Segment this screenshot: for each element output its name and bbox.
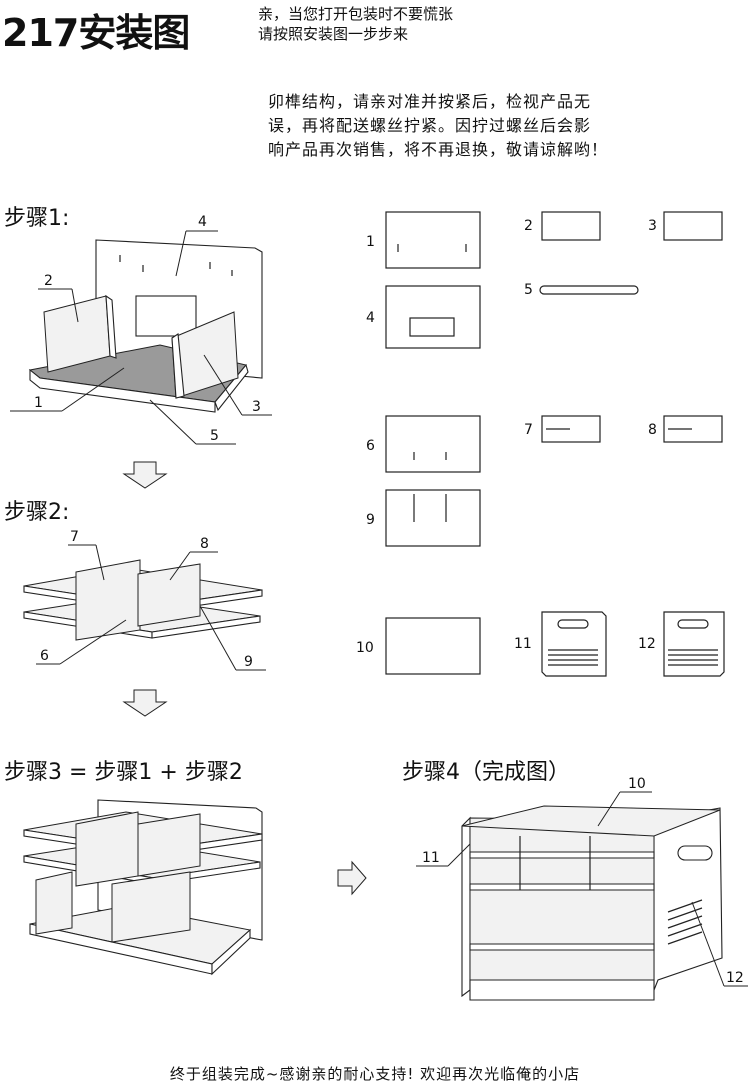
part-12-label: 12 [638, 636, 656, 652]
callout-3: 3 [252, 399, 261, 415]
part-10-label: 10 [356, 640, 374, 656]
part-6-label: 6 [366, 438, 375, 454]
part-2-label: 2 [524, 218, 533, 234]
part-3-label: 3 [648, 218, 657, 234]
step-3-illustration [23, 799, 263, 976]
warning-line-2: 误，再将配送螺丝拧紧。因拧过螺丝后会影 [268, 116, 592, 135]
footer-thanks: 终于组装完成~感谢亲的耐心支持! 欢迎再次光临俺的小店 [169, 1065, 581, 1083]
part-8-label: 8 [648, 422, 657, 438]
callout-6: 6 [40, 648, 49, 664]
callout-2: 2 [44, 273, 53, 289]
page-title: 217安装图 [2, 11, 190, 55]
part-4-label: 4 [366, 310, 375, 326]
part-5-label: 5 [524, 282, 533, 298]
step-1-label: 步骤1: [4, 206, 70, 231]
right-arrow [337, 860, 367, 896]
part-11-label: 11 [514, 636, 532, 652]
callout-8: 8 [200, 536, 209, 552]
callout-4: 4 [198, 214, 207, 230]
down-arrow-1 [122, 461, 168, 489]
warning-line-3: 响产品再次销售，将不再退换，敬请谅解哟！ [268, 140, 609, 159]
down-arrow-2 [122, 689, 168, 717]
step-1-illustration: 4 2 1 3 5 [10, 214, 272, 445]
step-4-finished-illustration: 10 11 12 [416, 776, 748, 1001]
step-4-label: 步骤4（完成图） [402, 760, 570, 785]
callout-11: 11 [422, 850, 440, 866]
step-2-illustration: 7 8 6 9 [23, 529, 266, 671]
notice-line-2: 请按照安装图一步步来 [258, 25, 409, 43]
callout-12: 12 [726, 970, 744, 986]
part-1-label: 1 [366, 234, 375, 250]
step-3-label: 步骤3 = 步骤1 + 步骤2 [4, 760, 243, 785]
warning-line-1: 卯榫结构，请亲对准并按紧后，检视产品无 [268, 92, 592, 111]
callout-10: 10 [628, 776, 646, 792]
callout-9: 9 [244, 654, 253, 670]
callout-7: 7 [70, 529, 79, 545]
step-2-label: 步骤2: [4, 500, 70, 525]
callout-5: 5 [210, 428, 219, 444]
part-7-label: 7 [524, 422, 533, 438]
part-9-label: 9 [366, 512, 375, 528]
parts-list: 1 2 3 4 5 6 7 8 9 10 [356, 211, 725, 677]
notice-line-1: 亲，当您打开包装时不要慌张 [258, 5, 454, 23]
callout-1: 1 [34, 395, 43, 411]
